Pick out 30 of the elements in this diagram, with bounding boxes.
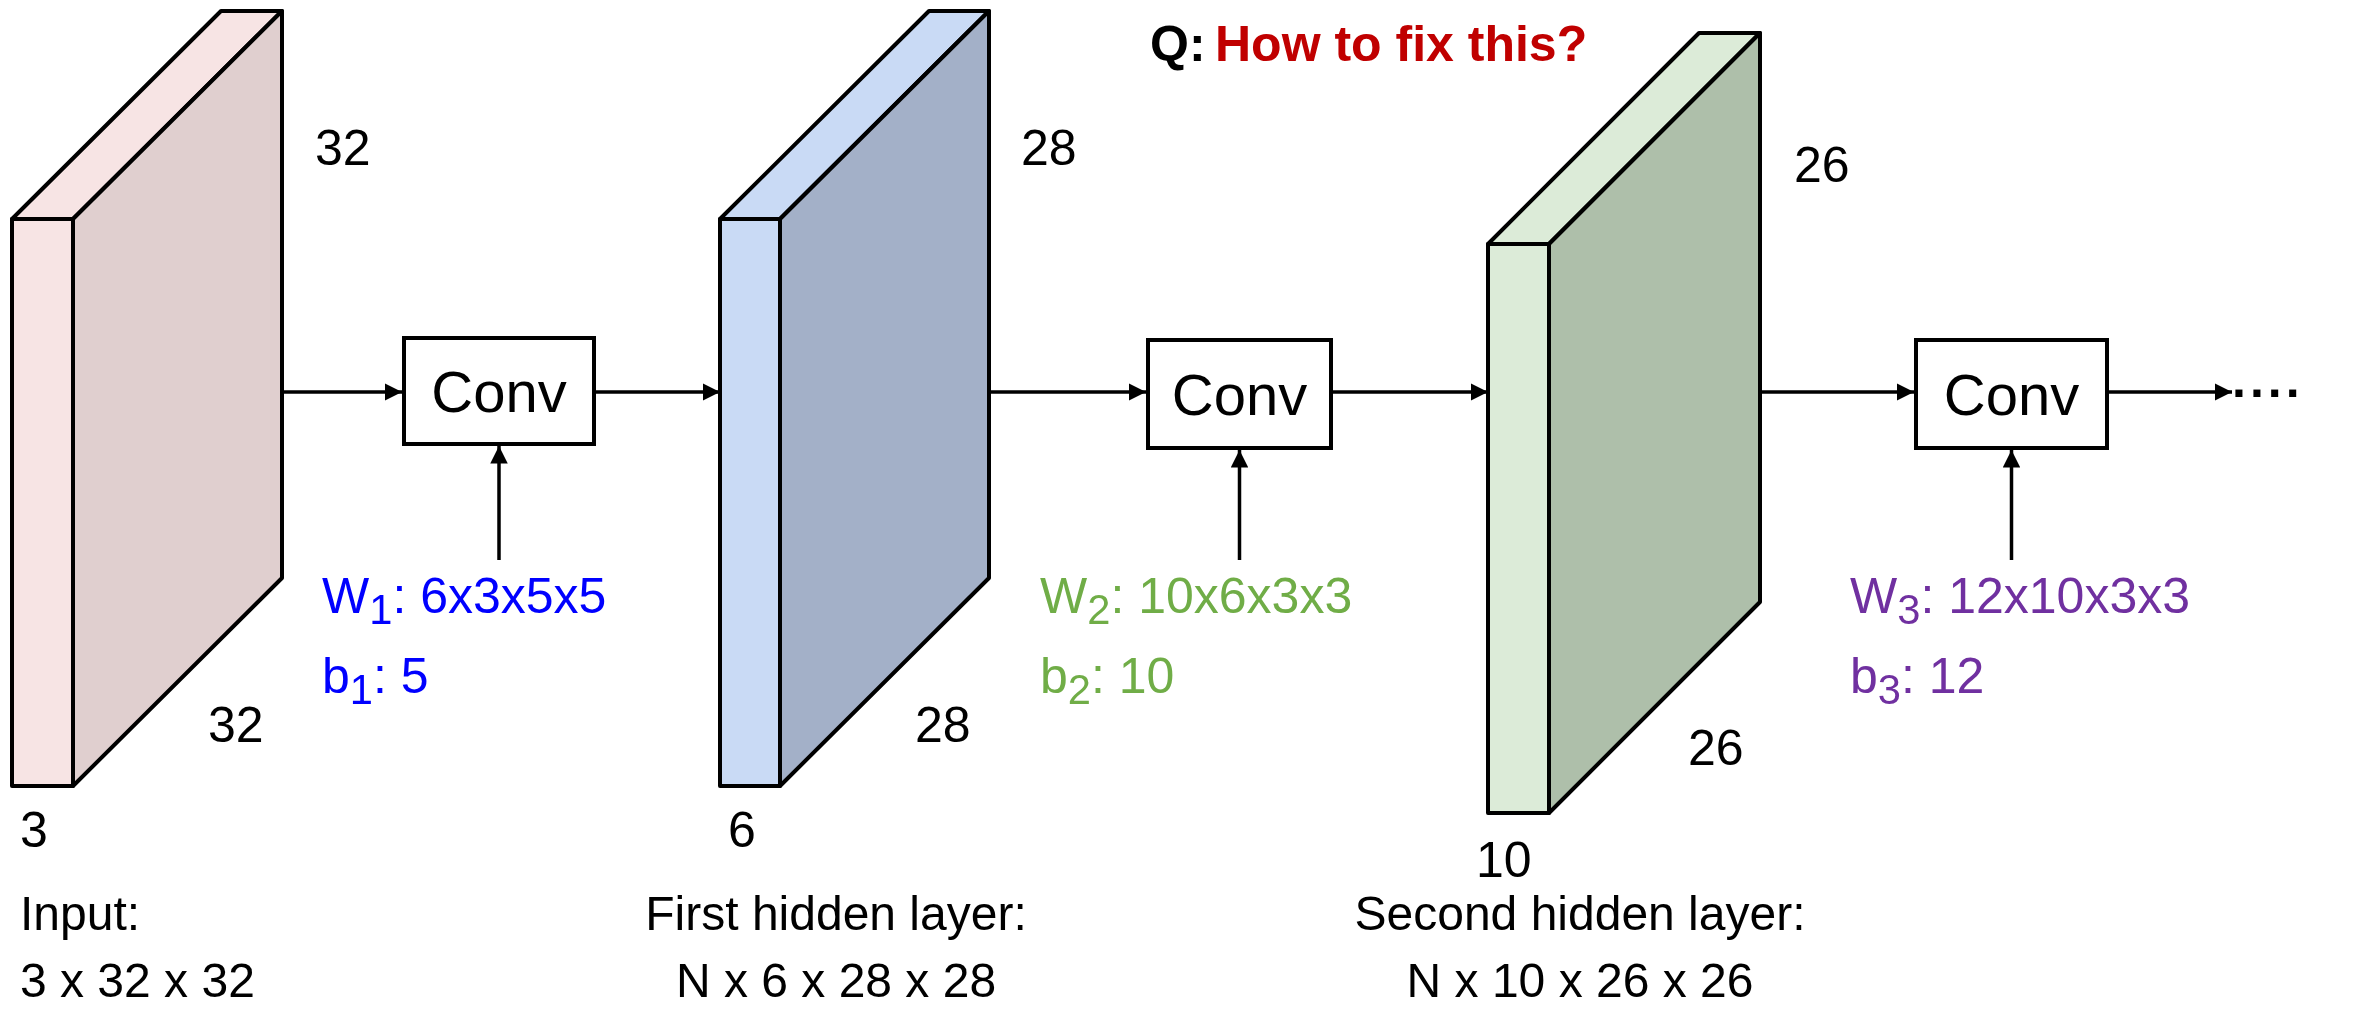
feature-map-block-drawing	[718, 9, 991, 788]
parameter-label: W$_{1}$: 6x3x5x5	[322, 567, 607, 635]
parameter-label: b$_{3}$: 12	[1850, 647, 1986, 716]
continuation-dots: ....	[2232, 350, 2304, 410]
dimension-label: 3	[20, 801, 48, 860]
arrow	[1333, 383, 1488, 401]
process-box: Conv	[1146, 338, 1333, 450]
question-text: How to fix this?	[1215, 15, 1588, 74]
arrow	[2109, 383, 2232, 401]
parameter-label: b$_{1}$: 5	[322, 647, 430, 716]
process-box: Conv	[1914, 338, 2109, 450]
parameter-label: b$_{2}$: 10	[1040, 647, 1176, 716]
layer-caption: First hidden layer: N x 6 x 28 x 28	[645, 886, 1027, 1010]
layer-caption: Input: 3 x 32 x 32	[20, 886, 255, 1010]
dimension-label: 32	[315, 119, 371, 178]
dimension-label: 26	[1688, 719, 1744, 778]
dimension-label: 28	[1021, 119, 1077, 178]
question-prefix: Q:	[1150, 15, 1206, 74]
dimension-label: 26	[1794, 136, 1850, 195]
arrow	[490, 446, 508, 560]
parameter-label: W$_{3}$: 12x10x3x3	[1850, 567, 2190, 635]
dimension-label: 32	[208, 696, 264, 755]
feature-map-block-drawing	[10, 9, 284, 788]
arrow	[596, 383, 720, 401]
dimension-label: 28	[915, 696, 971, 755]
dimension-label: 6	[728, 801, 756, 860]
arrow	[1230, 450, 1249, 560]
parameter-label: W$_{2}$: 10x6x3x3	[1040, 567, 1353, 635]
process-box: Conv	[402, 336, 596, 446]
arrow	[2002, 450, 2021, 560]
